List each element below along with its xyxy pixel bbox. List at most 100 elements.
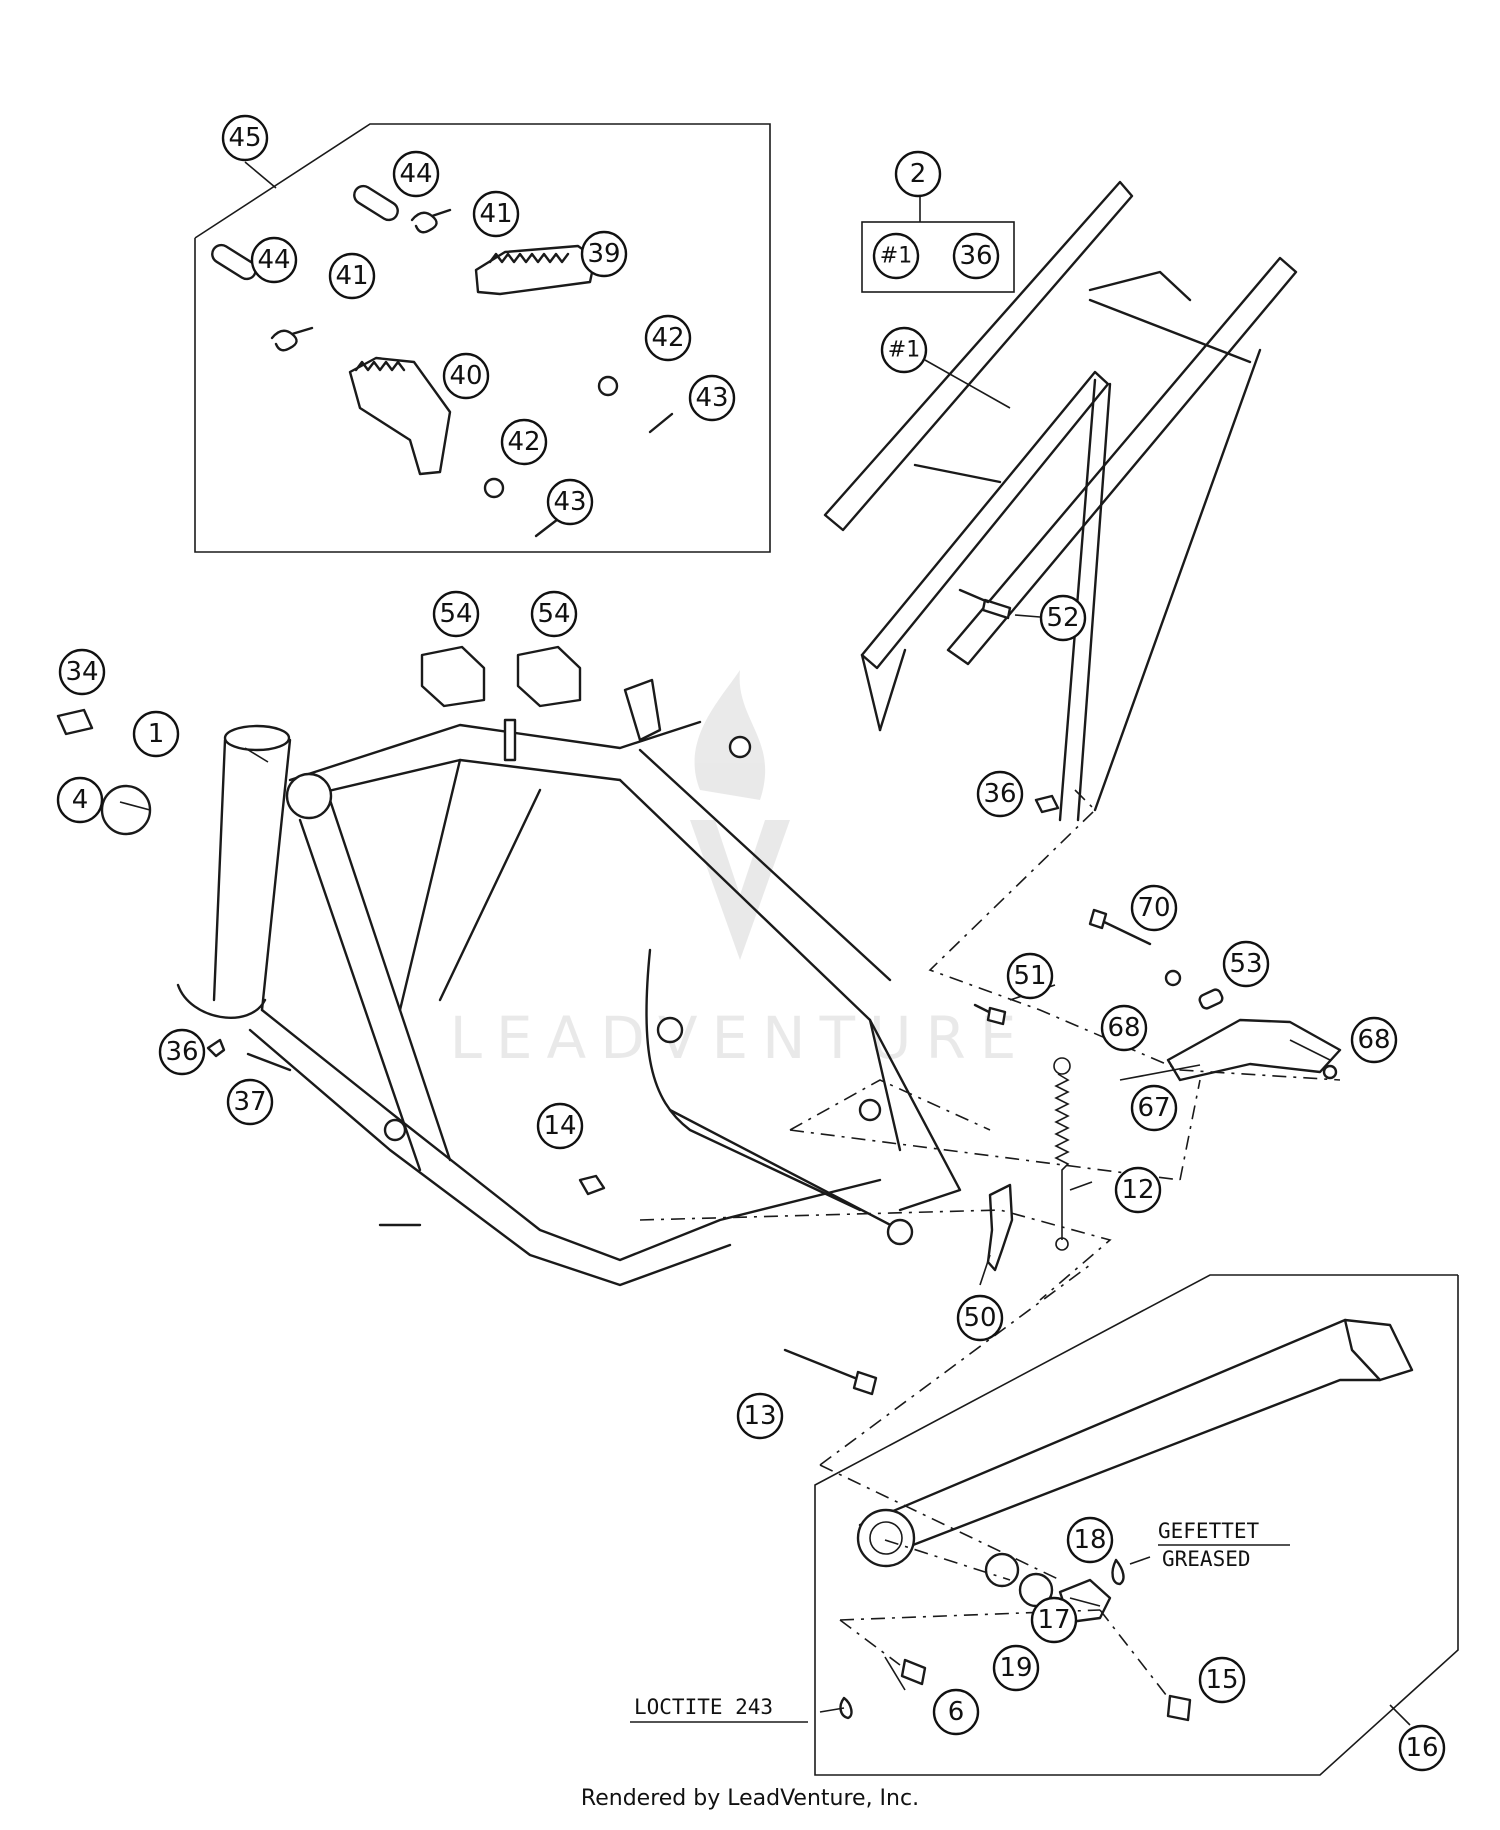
callout-1-subframe: #1 bbox=[880, 326, 928, 374]
svg-text:2: 2 bbox=[910, 159, 927, 189]
svg-text:39: 39 bbox=[587, 239, 620, 269]
loctite-note: LOCTITE 243 bbox=[630, 1695, 808, 1723]
callout-43-upper: 43 bbox=[688, 374, 736, 422]
bolt-13 bbox=[783, 1348, 878, 1396]
svg-text:41: 41 bbox=[479, 199, 512, 229]
pin-44-lower bbox=[211, 243, 257, 281]
bolt-15 bbox=[1166, 1694, 1192, 1722]
subframe-part-1 bbox=[823, 180, 1298, 822]
svg-text:1: 1 bbox=[148, 719, 165, 749]
svg-text:52: 52 bbox=[1046, 603, 1079, 633]
bolt-6 bbox=[900, 1658, 927, 1686]
callout-19: 19 bbox=[992, 1644, 1040, 1692]
callout-50: 50 bbox=[956, 1294, 1004, 1342]
svg-text:42: 42 bbox=[651, 323, 684, 353]
washer-42-upper bbox=[597, 375, 619, 397]
callout-4: 4 bbox=[56, 776, 104, 824]
svg-text:37: 37 bbox=[233, 1087, 266, 1117]
svg-text:42: 42 bbox=[507, 427, 540, 457]
nut-36-upper bbox=[1034, 794, 1060, 814]
bushing-34 bbox=[56, 708, 94, 736]
callout-37: 37 bbox=[226, 1078, 274, 1126]
callout-18: 18 bbox=[1066, 1516, 1114, 1564]
o-ring-17 bbox=[984, 1552, 1020, 1588]
bolt-37 bbox=[246, 1052, 292, 1072]
callout-36-left: 36 bbox=[158, 1028, 206, 1076]
callout-6: 6 bbox=[932, 1688, 980, 1736]
callout-44-upper: 44 bbox=[392, 150, 440, 198]
svg-text:18: 18 bbox=[1073, 1525, 1106, 1555]
svg-text:17: 17 bbox=[1037, 1605, 1070, 1635]
main-frame-part-1 bbox=[176, 678, 962, 1287]
svg-text:67: 67 bbox=[1137, 1093, 1170, 1123]
assembly-lines bbox=[639, 789, 1341, 1701]
footpeg-kit-box bbox=[194, 123, 771, 553]
callout-54-right: 54 bbox=[530, 590, 578, 638]
rendered-by-credit: Rendered by LeadVenture, Inc. bbox=[580, 1786, 920, 1811]
svg-text:40: 40 bbox=[449, 361, 482, 391]
svg-text:51: 51 bbox=[1013, 961, 1046, 991]
footpeg-kit-parts bbox=[211, 184, 674, 538]
svg-text:LEADVENTURE: LEADVENTURE bbox=[450, 1004, 1031, 1072]
nut-36 bbox=[206, 1038, 226, 1058]
svg-text:19: 19 bbox=[999, 1653, 1032, 1683]
left-small-parts bbox=[56, 708, 292, 1072]
side-stand-box bbox=[814, 1274, 1459, 1776]
svg-text:12: 12 bbox=[1121, 1175, 1154, 1205]
stand-bracket-parts bbox=[1088, 908, 1342, 1082]
gefettet-label: GEFETTET bbox=[1158, 1519, 1260, 1543]
svg-text:54: 54 bbox=[537, 599, 570, 629]
spring-41-upper bbox=[410, 208, 452, 234]
callout-1-in-group: #1 bbox=[872, 232, 920, 280]
o-ring-4 bbox=[100, 784, 152, 836]
pin-44-upper bbox=[353, 184, 399, 222]
svg-text:36: 36 bbox=[959, 241, 992, 271]
callout-41-upper: 41 bbox=[472, 190, 520, 238]
callout-13: 13 bbox=[736, 1392, 784, 1440]
svg-text:6: 6 bbox=[948, 1697, 965, 1727]
callout-2: 2 bbox=[894, 150, 942, 198]
callout-70: 70 bbox=[1130, 884, 1178, 932]
loctite-label: LOCTITE 243 bbox=[634, 1695, 773, 1719]
callout-34: 34 bbox=[58, 648, 106, 696]
callout-14: 14 bbox=[536, 1102, 584, 1150]
washer-42-lower bbox=[483, 477, 505, 499]
svg-text:45: 45 bbox=[228, 123, 261, 153]
callout-53: 53 bbox=[1222, 940, 1270, 988]
svg-text:44: 44 bbox=[399, 159, 432, 189]
spring-12 bbox=[1053, 1057, 1071, 1251]
nut-14 bbox=[578, 1174, 606, 1196]
spring-41-lower bbox=[270, 326, 314, 352]
svg-text:70: 70 bbox=[1137, 893, 1170, 923]
loctite-drop bbox=[839, 1696, 853, 1720]
svg-text:#1: #1 bbox=[888, 338, 920, 363]
callout-44-lower: 44 bbox=[250, 236, 298, 284]
callout-42-upper: 42 bbox=[644, 314, 692, 362]
bolt-52 bbox=[958, 588, 1012, 620]
footpeg-39 bbox=[474, 244, 597, 296]
svg-text:4: 4 bbox=[72, 785, 89, 815]
bolt-51 bbox=[973, 1003, 1007, 1026]
callout-36-in-group: 36 bbox=[952, 232, 1000, 280]
svg-text:68: 68 bbox=[1107, 1013, 1140, 1043]
svg-text:43: 43 bbox=[553, 487, 586, 517]
svg-text:#1: #1 bbox=[880, 244, 912, 269]
svg-text:43: 43 bbox=[695, 383, 728, 413]
greased-note: GEFETTET GREASED bbox=[1158, 1519, 1290, 1571]
leadventure-watermark: LEADVENTURE bbox=[450, 670, 1031, 1072]
svg-text:14: 14 bbox=[543, 1111, 576, 1141]
svg-text:53: 53 bbox=[1229, 949, 1262, 979]
svg-text:15: 15 bbox=[1205, 1665, 1238, 1695]
footpeg-40 bbox=[348, 356, 452, 476]
callout-36-upper-right: 36 bbox=[976, 770, 1024, 818]
svg-text:36: 36 bbox=[165, 1037, 198, 1067]
callout-39: 39 bbox=[580, 230, 628, 278]
callout-52: 52 bbox=[1039, 594, 1087, 642]
callout-16: 16 bbox=[1398, 1724, 1446, 1772]
callout-45: 45 bbox=[221, 114, 269, 162]
svg-text:41: 41 bbox=[335, 261, 368, 291]
callout-42-lower: 42 bbox=[500, 418, 548, 466]
callout-12: 12 bbox=[1114, 1166, 1162, 1214]
svg-text:13: 13 bbox=[743, 1401, 776, 1431]
